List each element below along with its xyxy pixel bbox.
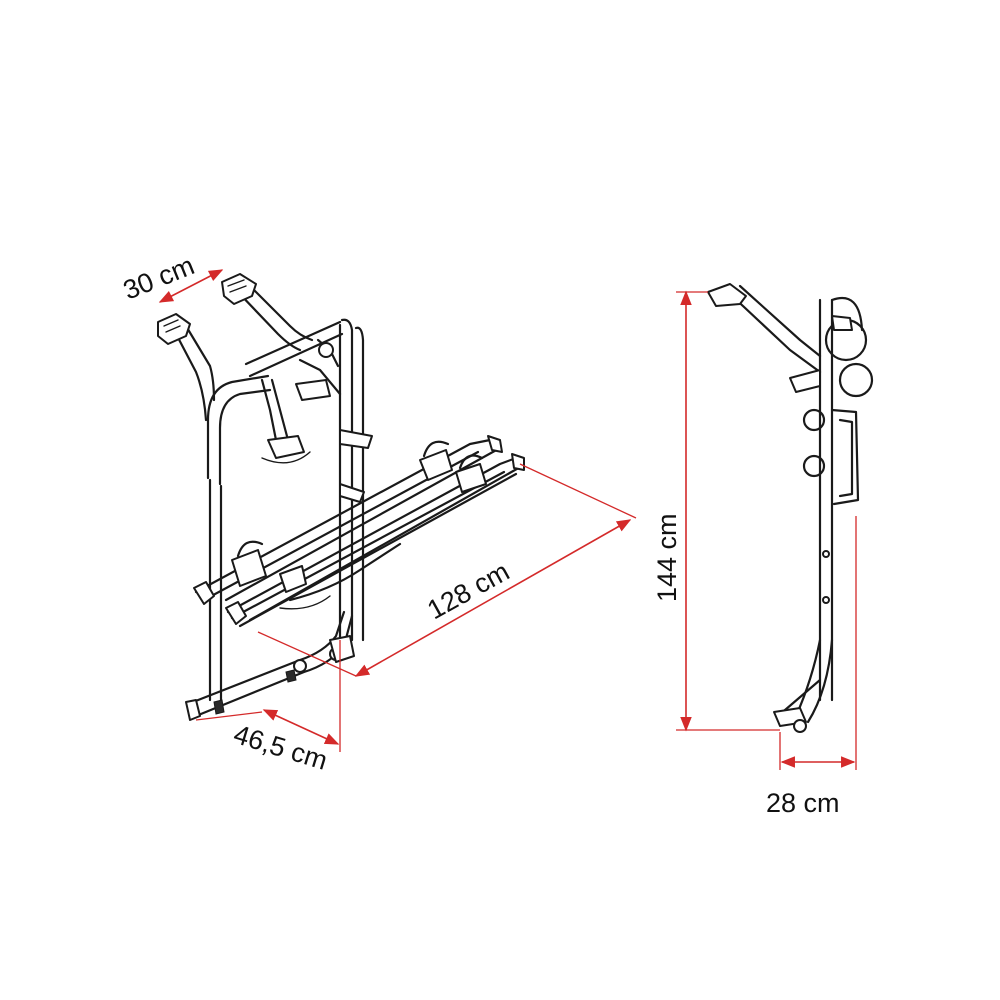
bracket-right (221, 273, 257, 305)
dimension-label-rail-length: 128 cm (422, 556, 514, 625)
rack-perspective-view (157, 273, 525, 721)
dimension-rail-length: 128 cm (257, 463, 637, 677)
dimension-top-width: 30 cm (119, 250, 224, 306)
dimension-label-side-depth: 28 cm (766, 788, 840, 818)
rack-side-view (707, 283, 874, 733)
dimension-label-depth: 46,5 cm (230, 719, 331, 776)
dimension-label-top-width: 30 cm (119, 250, 198, 305)
dimension-side-depth: 28 cm (766, 516, 857, 818)
dimension-label-height: 144 cm (652, 513, 682, 602)
wheel-clamps (231, 440, 487, 593)
dimension-height: 144 cm (652, 290, 780, 732)
bracket-left (157, 313, 191, 345)
